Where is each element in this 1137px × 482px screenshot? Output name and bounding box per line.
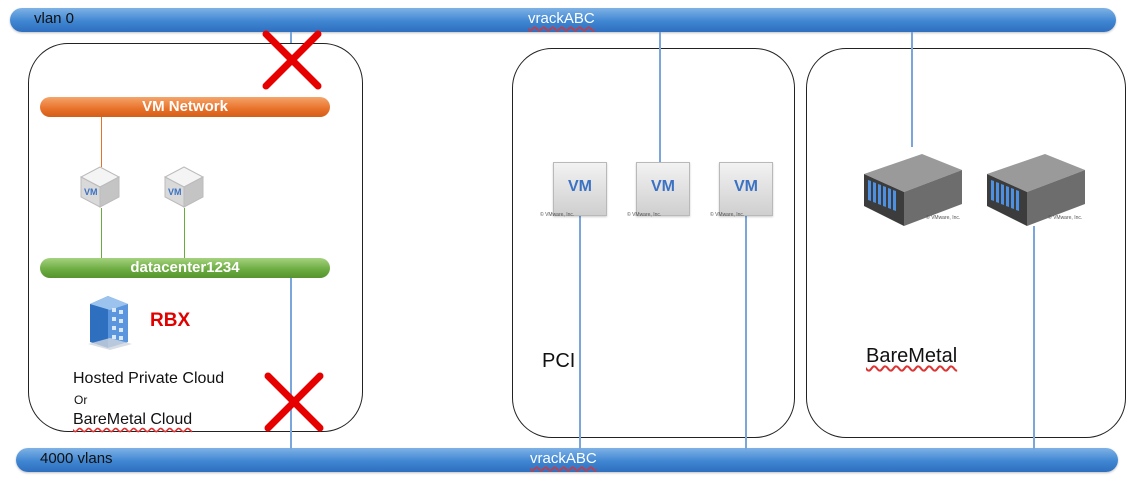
server-copyright: © VMware, Inc. [1048, 215, 1083, 221]
baremetal-title: BareMetal [866, 345, 958, 367]
vm-cube-icon: VM [79, 166, 121, 208]
server-icon [864, 154, 962, 226]
pci-title: PCI [542, 350, 576, 372]
vm-label: VM [568, 178, 592, 195]
pci-top-link [659, 32, 661, 162]
baremetal-top-link [911, 32, 913, 147]
vm-copyright: © VMware, Inc. [540, 212, 575, 218]
baremetal-cloud-text: BareMetal Cloud [73, 411, 193, 428]
vm-icon: VM [553, 162, 607, 216]
blocked-x-icon [262, 30, 322, 90]
vm-label: VM [651, 178, 675, 195]
pci-vm3-bottom-link [745, 216, 747, 450]
baremetal-bottom-link [1033, 226, 1035, 450]
vm1-green-link [101, 208, 102, 260]
server-copyright: © VMware, Inc. [926, 215, 961, 221]
vm-cube-label: VM [84, 187, 98, 197]
datacenter-bar: datacenter1234 [40, 258, 330, 278]
bottom-bus-left-label: 4000 vlans [40, 450, 113, 467]
pci-vm1-bottom-link [579, 216, 581, 450]
top-bus-left-label: vlan 0 [34, 10, 75, 27]
vm1-orange-link [101, 117, 102, 167]
top-vrack-bus: vlan 0 vrackABC [10, 8, 1116, 32]
top-bus-center-label: vrackABC [528, 10, 595, 27]
baremetal-panel [806, 48, 1126, 438]
site-label: RBX [150, 310, 191, 331]
blocked-x-icon [264, 372, 324, 432]
hosted-private-cloud-text: Hosted Private Cloud [73, 370, 225, 387]
vm-cube-label: VM [168, 187, 182, 197]
vm-network-bar: VM Network [40, 97, 330, 117]
left-bottom-link [290, 278, 292, 450]
bottom-bus-center-label: vrackABC [530, 450, 597, 467]
datacenter-label: datacenter1234 [130, 259, 240, 276]
or-text: Or [74, 393, 88, 407]
vm2-green-link [184, 208, 185, 260]
vm-network-label: VM Network [142, 98, 228, 115]
server-icon [987, 154, 1085, 226]
pci-panel [512, 48, 795, 438]
vm-icon: VM [719, 162, 773, 216]
vm-cube-icon: VM [163, 166, 205, 208]
vm-icon: VM [636, 162, 690, 216]
vm-label: VM [734, 178, 758, 195]
vm-copyright: © VMware, Inc. [710, 212, 745, 218]
vm-copyright: © VMware, Inc. [627, 212, 662, 218]
bottom-vrack-bus: 4000 vlans vrackABC [16, 448, 1118, 472]
building-icon [88, 296, 132, 350]
